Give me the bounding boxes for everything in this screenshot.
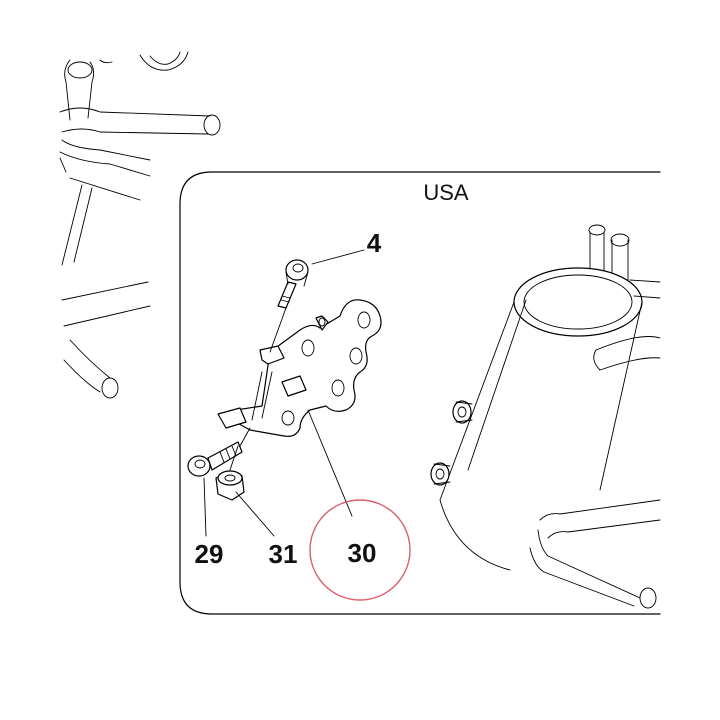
callout-29: 29 (195, 539, 224, 569)
leader-line-4 (311, 249, 365, 265)
callout-4: 4 (367, 228, 382, 258)
callout-31: 31 (269, 539, 298, 569)
bracket-part (217, 299, 382, 437)
highlight-circle (309, 499, 411, 601)
motor-housing (430, 224, 661, 609)
bolt-top (269, 259, 309, 353)
region-label: USA (423, 180, 469, 205)
bolt-bottom (187, 427, 251, 477)
leader-line-29 (203, 477, 207, 537)
callout-30: 30 (348, 538, 377, 568)
leader-line-31 (235, 491, 275, 537)
leader-line-30 (307, 409, 353, 517)
background-frame-left (59, 51, 221, 399)
inset-frame (179, 171, 661, 615)
